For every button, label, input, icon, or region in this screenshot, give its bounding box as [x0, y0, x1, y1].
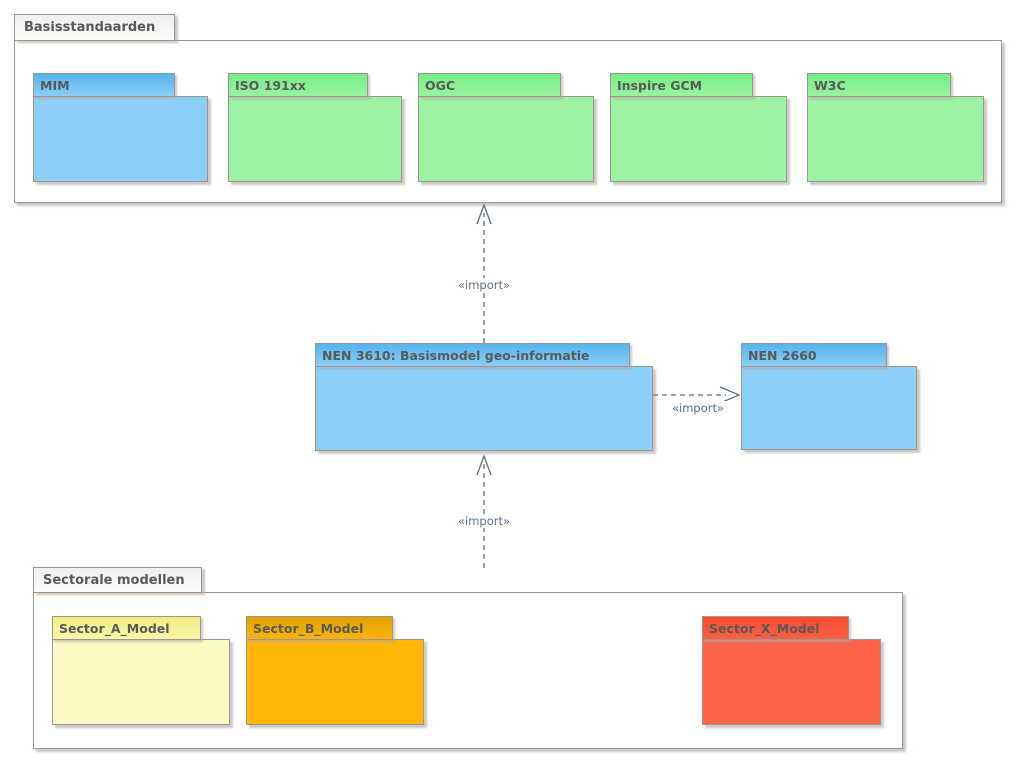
package-body: [246, 639, 424, 725]
package-label: NEN 2660: [748, 348, 817, 363]
package-tab: Sector_X_Model: [702, 616, 849, 640]
package-label: Sector_A_Model: [59, 621, 170, 636]
package-body: [702, 639, 881, 725]
package-label: OGC: [425, 78, 456, 93]
open-arrowhead-up-icon: [476, 203, 492, 225]
import-stereotype-label: «import»: [455, 514, 513, 528]
frame-label: Basisstandaarden: [24, 20, 156, 35]
frame-tab-basisstandaarden[interactable]: Basisstandaarden: [14, 14, 175, 41]
open-arrowhead-up-icon: [476, 454, 492, 476]
package-label: MIM: [40, 78, 70, 93]
package-body: [228, 96, 402, 182]
package-tab: Sector_A_Model: [52, 616, 201, 640]
package-label: ISO 191xx: [235, 78, 306, 93]
import-stereotype-label: «import»: [455, 278, 513, 292]
package-body: [807, 96, 984, 182]
frame-label: Sectorale modellen: [43, 573, 185, 588]
package-body: [52, 639, 230, 725]
package-body: [610, 96, 787, 182]
package-tab: OGC: [418, 73, 561, 97]
package-tab: NEN 3610: Basismodel geo-informatie: [315, 343, 630, 367]
package-body: [33, 96, 208, 182]
package-tab: W3C: [807, 73, 951, 97]
package-label: Inspire GCM: [617, 78, 703, 93]
package-label: Sector_B_Model: [253, 621, 364, 636]
frame-tab-sectorale-modellen[interactable]: Sectorale modellen: [33, 567, 202, 593]
package-label: W3C: [814, 78, 846, 93]
package-body: [418, 96, 594, 182]
package-label: NEN 3610: Basismodel geo-informatie: [322, 348, 590, 363]
package-label: Sector_X_Model: [709, 621, 820, 636]
package-tab: MIM: [33, 73, 175, 97]
package-tab: NEN 2660: [741, 343, 887, 367]
import-connector-sectorale-to-nen3610: [476, 454, 492, 568]
package-body: [315, 366, 653, 451]
package-tab: ISO 191xx: [228, 73, 368, 97]
import-connector-nen3610-to-basisstandaarden: [476, 203, 492, 343]
import-stereotype-label: «import»: [669, 401, 727, 415]
package-tab: Sector_B_Model: [246, 616, 393, 640]
package-body: [741, 366, 917, 450]
package-tab: Inspire GCM: [610, 73, 753, 97]
